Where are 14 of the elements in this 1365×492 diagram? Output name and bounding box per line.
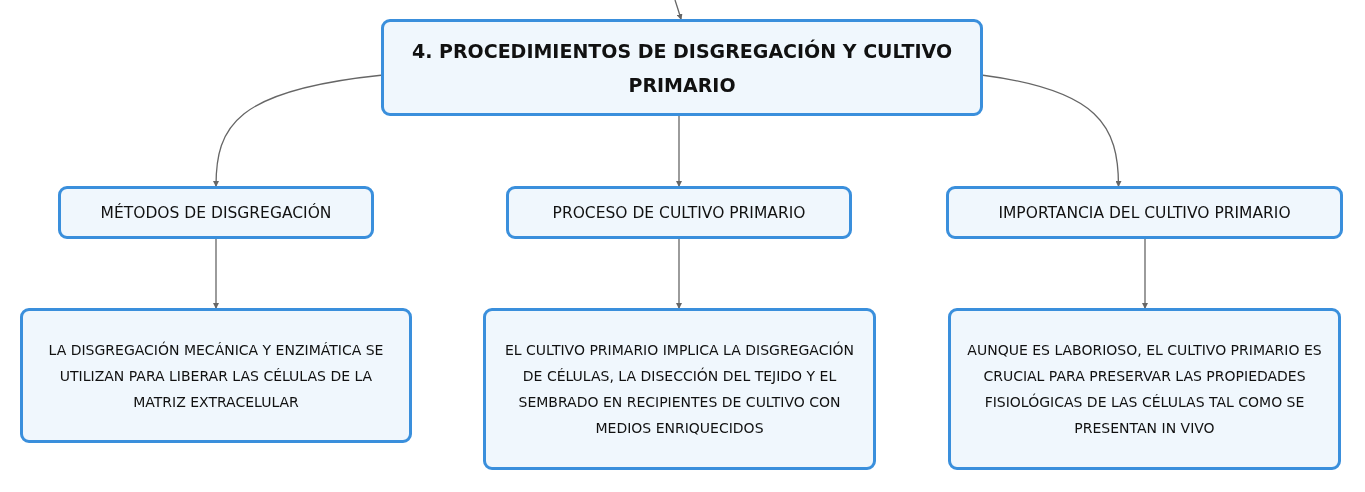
- description-box: LA DISGREGACIÓN MECÁNICA Y ENZIMÁTICA SE UTILIZAN PARA LIBERAR LAS CÉLULAS DE LA MATRIZ EXTRACELULAR: [20, 308, 412, 443]
- topic-box: PROCESO DE CULTIVO PRIMARIO: [506, 186, 852, 239]
- connector-arrow: [213, 74, 382, 187]
- topic-box: IMPORTANCIA DEL CULTIVO PRIMARIO: [946, 186, 1343, 239]
- topic-box: MÉTODOS DE DISGREGACIÓN: [58, 186, 374, 239]
- connector-arrow: [982, 74, 1122, 187]
- connector-arrow: [1142, 238, 1148, 309]
- connector-arrow: [676, 238, 682, 309]
- connector-arrow: [213, 238, 219, 309]
- connector-arrow: [676, 115, 682, 187]
- connector-arrow: [674, 0, 683, 20]
- description-box: EL CULTIVO PRIMARIO IMPLICA LA DISGREGACIÓN DE CÉLULAS, LA DISECCIÓN DEL TEJIDO Y EL SEMBRADO EN RECIPIENTES DE CULTIVO CON MEDIOS ENRIQUECIDOS: [483, 308, 876, 470]
- description-box: AUNQUE ES LABORIOSO, EL CULTIVO PRIMARIO ES CRUCIAL PARA PRESERVAR LAS PROPIEDADES FISIOLÓGICAS DE LAS CÉLULAS TAL COMO SE PRESENTAN IN VIVO: [948, 308, 1341, 470]
- title-box: 4. PROCEDIMIENTOS DE DISGREGACIÓN Y CULTIVO PRIMARIO: [381, 19, 983, 116]
